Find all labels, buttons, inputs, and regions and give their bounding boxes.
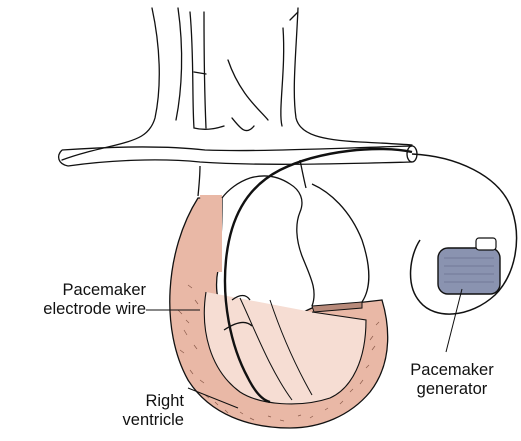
- generator-label-line-2: generator: [400, 380, 504, 399]
- generator-header: [476, 238, 496, 250]
- vessel-top-tick: [290, 12, 298, 20]
- pacemaker-generator-device: [438, 238, 500, 294]
- vessel-junction-curve: [194, 126, 224, 129]
- generator-body: [438, 248, 500, 294]
- generator-leader-line: [446, 289, 462, 352]
- right-vessel-mid-edge: [281, 28, 284, 126]
- right-vessel-inner-edge: [228, 60, 268, 120]
- generator-label-line-1: Pacemaker: [400, 361, 504, 380]
- generator-label: Pacemaker generator: [400, 361, 504, 399]
- left-heart-outline: [312, 184, 369, 302]
- electrode-wire-label-line-1: Pacemaker: [6, 281, 146, 300]
- right-ventricle-label-line-2: ventricle: [96, 411, 184, 430]
- electrode-wire-label-line-2: electrode wire: [6, 300, 146, 319]
- great-vessels: [62, 8, 412, 160]
- vessel-u-bend: [232, 118, 254, 131]
- electrode-wire-label: Pacemaker electrode wire: [6, 281, 146, 319]
- right-ventricle-label: Right ventricle: [96, 392, 184, 430]
- right-ventricle-label-line-1: Right: [96, 392, 184, 411]
- heart-tissue: [170, 195, 388, 428]
- aortic-outline: [222, 176, 314, 306]
- central-vessel-right-edge: [204, 12, 206, 128]
- left-vessel-outer-edge: [62, 8, 159, 160]
- vena-cava-line: [198, 166, 200, 196]
- right-vessel-outer-edge: [294, 8, 412, 145]
- central-vessel-left-edge: [190, 12, 194, 128]
- left-vessel-inner-edge: [176, 8, 182, 120]
